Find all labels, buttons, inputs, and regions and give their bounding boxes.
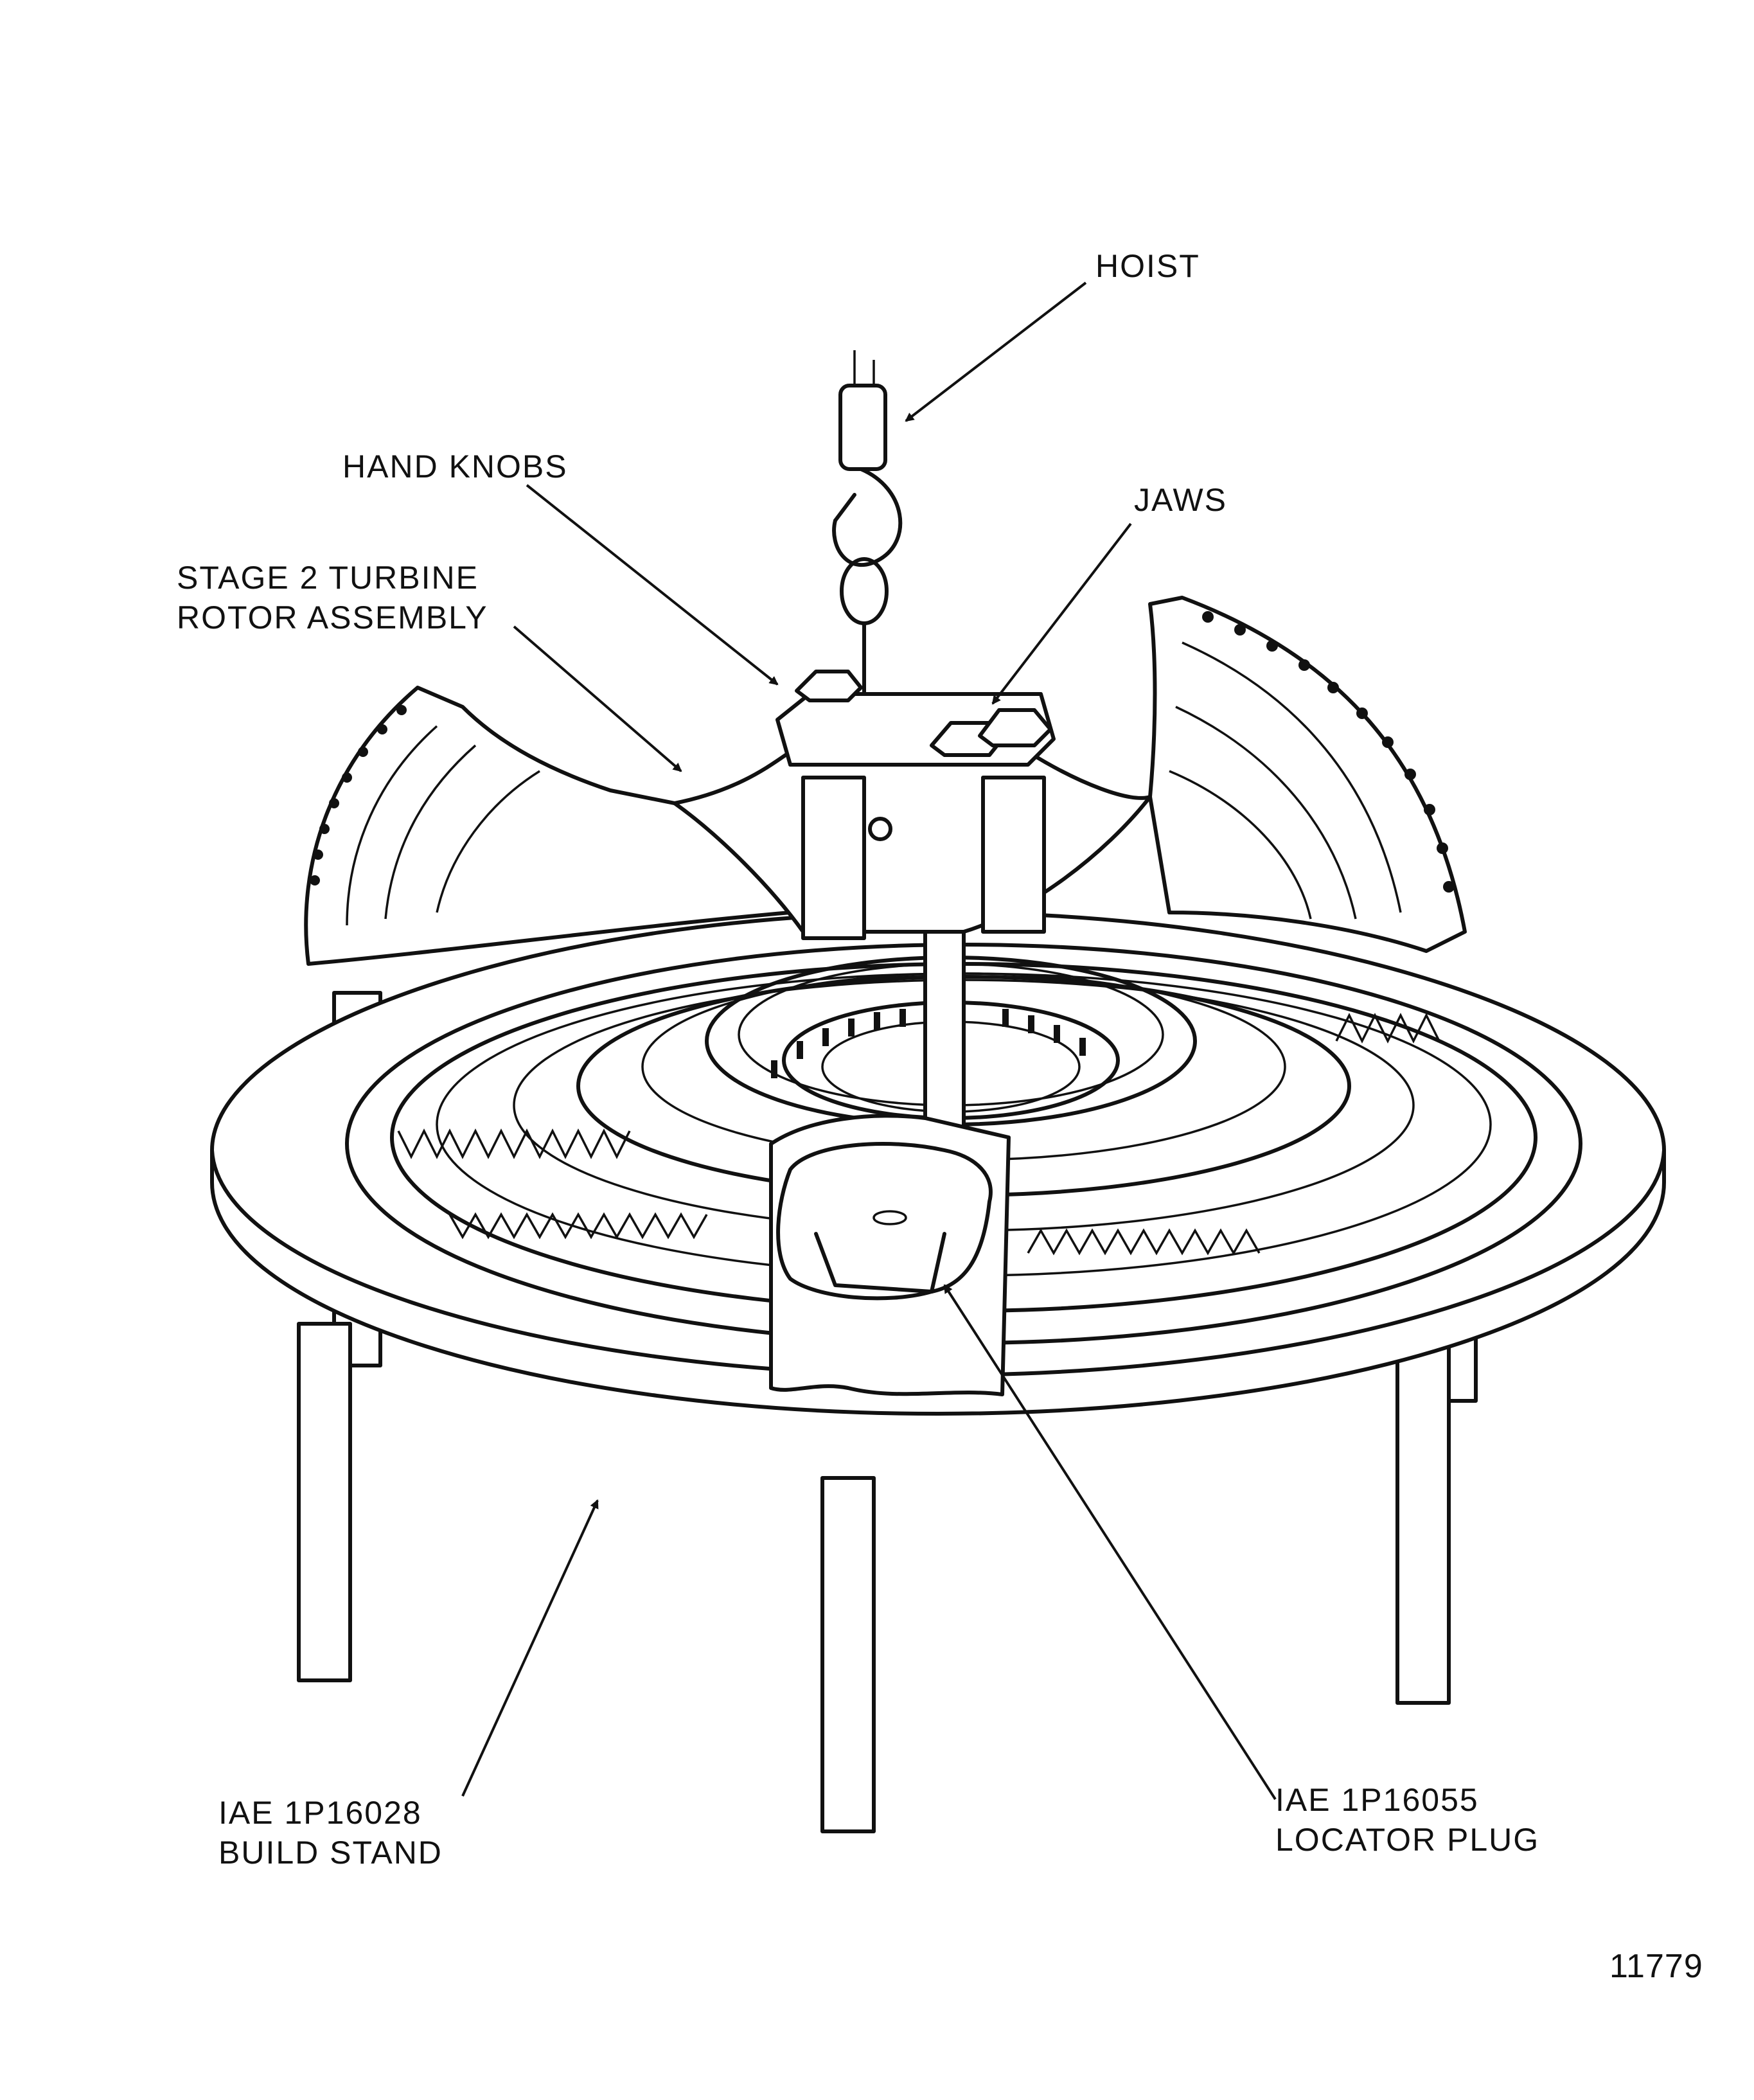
jaws-label: JAWS <box>1134 482 1228 518</box>
build-stand-label-line2: BUILD STAND <box>218 1835 443 1871</box>
build-stand-label-line1: IAE 1P16028 <box>218 1795 422 1831</box>
hoist <box>832 350 903 696</box>
rotor-assembly-label-line2: ROTOR ASSEMBLY <box>177 600 488 636</box>
hoist-label: HOIST <box>1095 248 1200 284</box>
locator-plug <box>769 1114 1011 1396</box>
locator-plug-label-line2: LOCATOR PLUG <box>1275 1822 1540 1858</box>
figure-number: 11779 <box>1609 1948 1703 1985</box>
locator-plug-label-line1: IAE 1P16055 <box>1275 1782 1479 1818</box>
rotor-cutaway-right <box>1148 596 1467 953</box>
hand-knobs-label: HAND KNOBS <box>342 449 568 485</box>
lifting-fixture <box>673 670 1152 1287</box>
leader-lines <box>461 281 1277 1801</box>
rotor-assembly-label-line1: STAGE 2 TURBINE <box>177 560 479 596</box>
